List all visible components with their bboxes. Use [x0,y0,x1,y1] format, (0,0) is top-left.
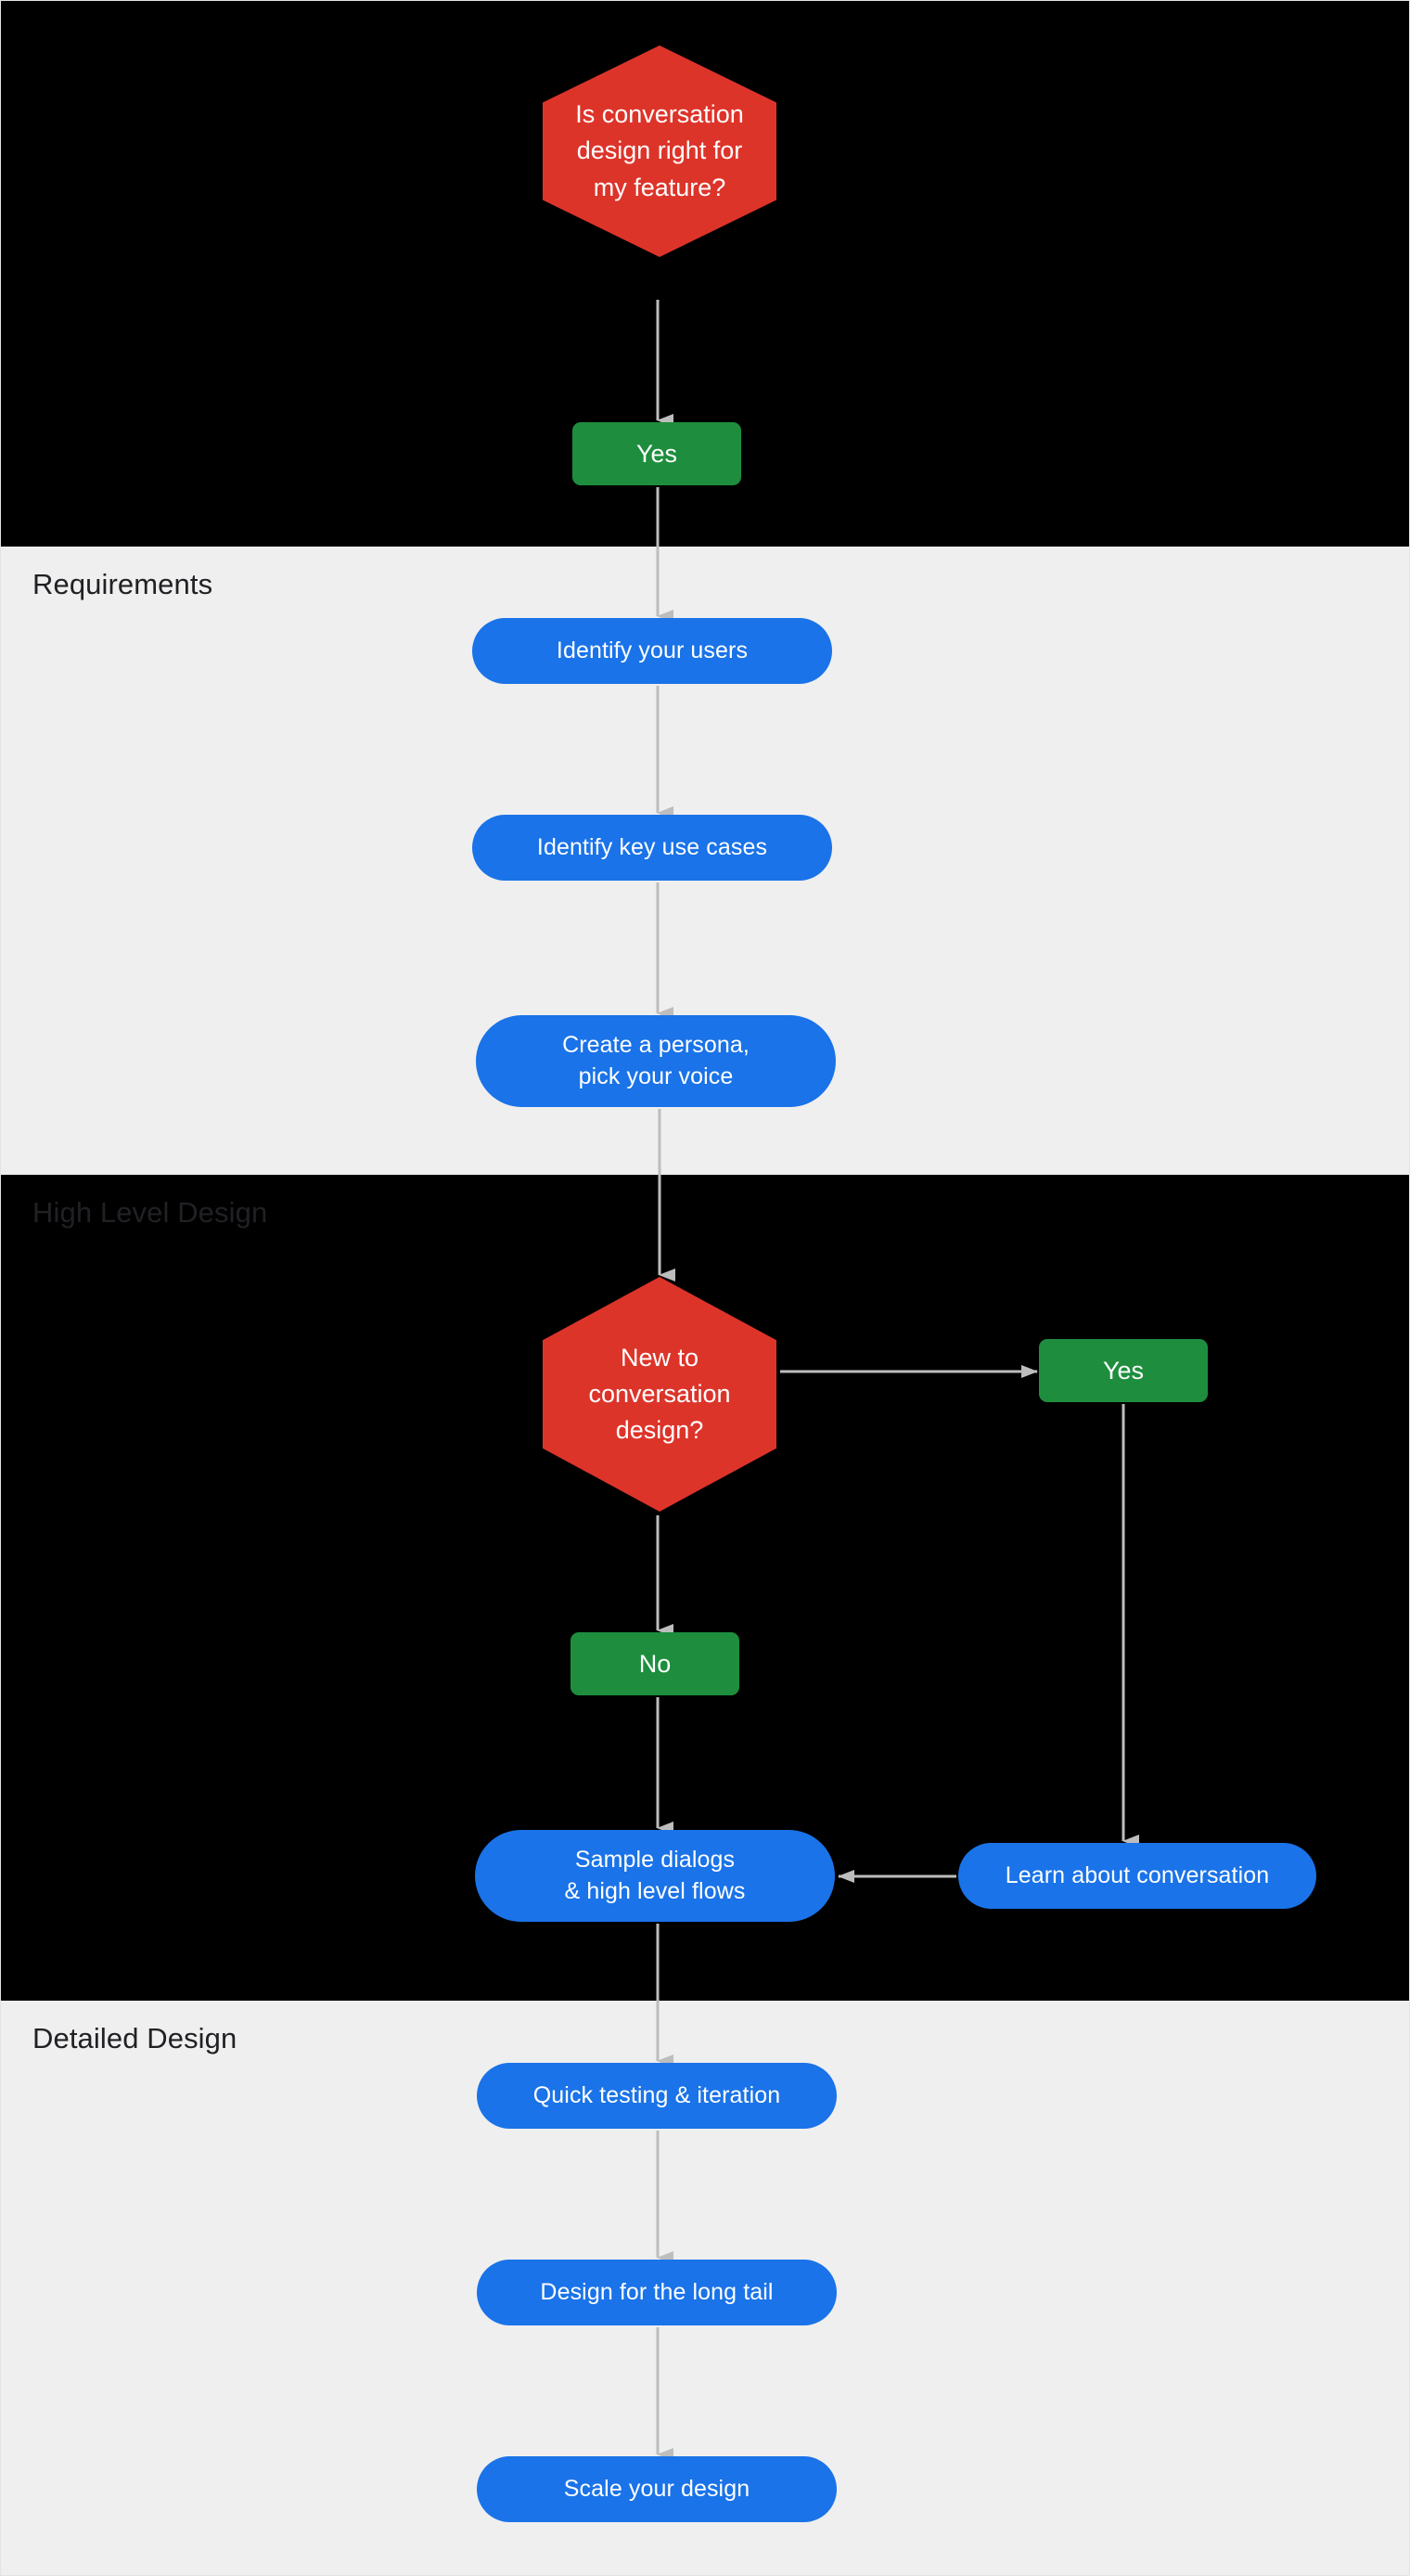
answer-node-yes-right[interactable]: Yes [1039,1339,1208,1402]
answer-node-yes-top[interactable]: Yes [572,422,741,485]
step-node-sample-dialogs[interactable]: Sample dialogs & high level flows [475,1830,835,1922]
section-label-detailed-design: Detailed Design [32,2022,237,2054]
answer-node-no[interactable]: No [570,1632,739,1695]
step-node-identify-your-users[interactable]: Identify your users [472,618,832,684]
step-node-create-a-persona[interactable]: Create a persona, pick your voice [476,1015,836,1107]
step-node-learn-about-conversation[interactable]: Learn about conversation [958,1843,1316,1909]
step-node-design-for-the-long-tail[interactable]: Design for the long tail [477,2260,837,2325]
section-label-requirements: Requirements [32,568,213,600]
step-node-identify-key-use-cases[interactable]: Identify key use cases [472,815,832,881]
section-label-high-level-design: High Level Design [32,1196,268,1229]
step-node-scale-your-design[interactable]: Scale your design [477,2456,837,2522]
step-node-quick-testing-iteration[interactable]: Quick testing & iteration [477,2063,837,2129]
